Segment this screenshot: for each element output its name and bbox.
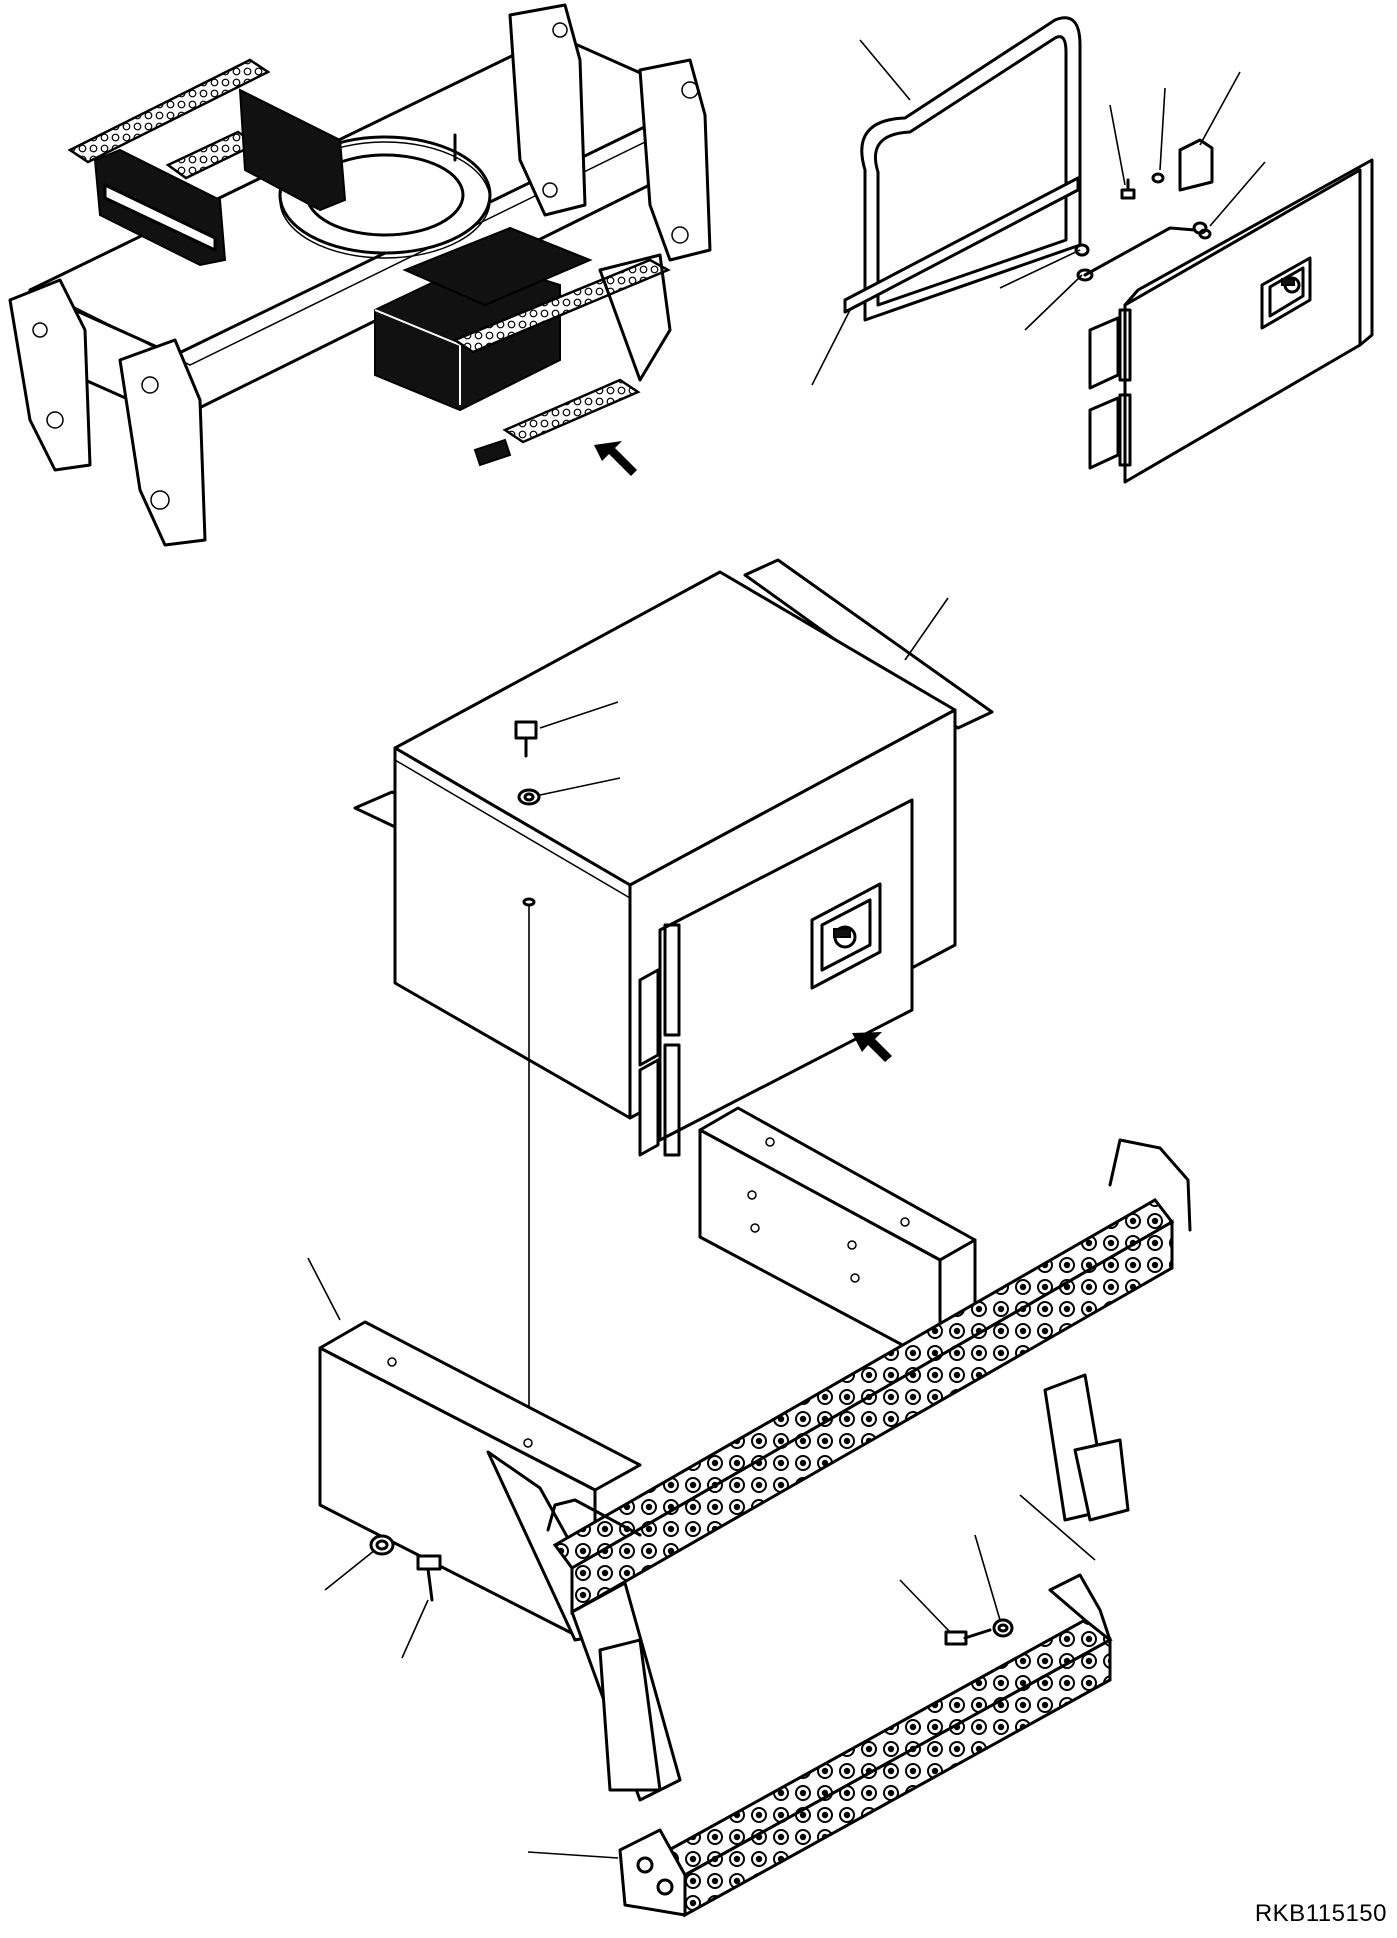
tool-box	[353, 558, 994, 1445]
step-assembly	[307, 1106, 1192, 1918]
drawing-code: RKB115150	[1254, 1900, 1387, 1927]
frame-overview	[8, 3, 712, 547]
door-detail	[811, 16, 1374, 484]
